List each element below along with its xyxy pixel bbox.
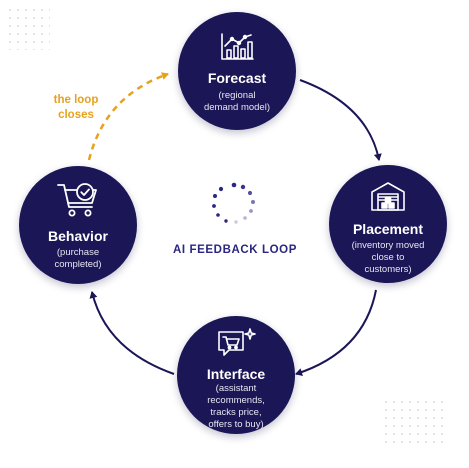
- behavior-node: Behavior (purchase completed): [19, 166, 137, 284]
- node-description-line: close to: [371, 252, 405, 263]
- node-title: Behavior: [48, 228, 108, 244]
- arrow-forecast-to-placement: [299, 79, 382, 161]
- node-title: Placement: [352, 221, 424, 237]
- node-description-line: demand model): [203, 102, 270, 113]
- cart-check-icon: [19, 181, 137, 219]
- forecast-node: Forecast (regional demand model): [178, 12, 296, 130]
- loop-note-line: the loop: [53, 94, 99, 106]
- arrow-interface-to-behavior: [89, 291, 175, 375]
- node-description: (assistant recommends, tracks price, off…: [185, 383, 287, 431]
- node-description-line: recommends,: [207, 395, 265, 406]
- dot-grid-decoration: [4, 4, 50, 50]
- node-description-line: completed): [54, 259, 102, 270]
- node-description-line: (inventory moved: [351, 240, 425, 251]
- placement-node: Placement (inventory moved close to cust…: [329, 165, 447, 283]
- node-description-line: tracks price,: [210, 407, 262, 418]
- node-description-line: (assistant: [215, 383, 257, 394]
- interface-node: Interface (assistant recommends, tracks …: [177, 316, 295, 434]
- node-title: Forecast: [207, 70, 267, 86]
- dot-grid-decoration: [384, 398, 446, 444]
- loop-note-line: closes: [58, 109, 94, 121]
- loop-closes-note: the loop closes: [36, 93, 116, 123]
- arrow-placement-to-interface: [295, 289, 377, 376]
- node-title: Interface: [206, 366, 266, 382]
- node-description-line: customers): [364, 264, 412, 275]
- chart-icon: [178, 32, 296, 62]
- node-description-line: (purchase: [56, 247, 100, 258]
- node-description-line: (regional: [218, 90, 256, 101]
- arrow-behavior-to-forecast: [87, 72, 169, 161]
- node-description: (purchase completed): [27, 247, 129, 271]
- node-description: (regional demand model): [186, 90, 288, 114]
- node-description-line: offers to buy): [208, 419, 264, 430]
- center-label: AI FEEDBACK LOOP: [173, 244, 297, 256]
- node-description: (inventory moved close to customers): [337, 240, 439, 276]
- spinner-icon: [212, 182, 255, 224]
- warehouse-icon: [329, 180, 447, 212]
- chat-cart-icon: [177, 326, 295, 360]
